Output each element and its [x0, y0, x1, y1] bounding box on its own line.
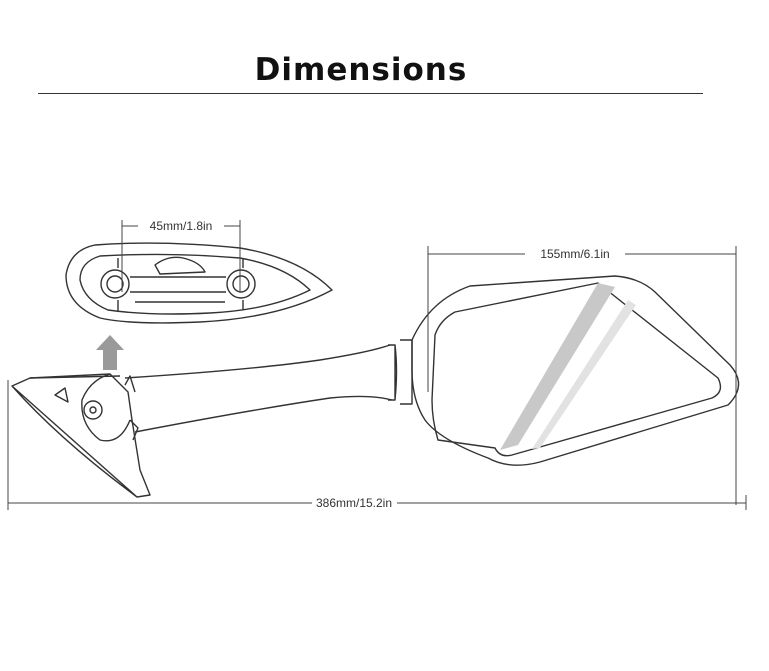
mirror-stem-illustration — [11, 339, 413, 498]
dimension-label-mount: 45mm/1.8in — [150, 219, 213, 233]
dim-line-386mm — [7, 380, 747, 510]
dimension-label-overall-length: 386mm/15.2in — [316, 496, 392, 510]
mirror-head-illustration — [411, 275, 740, 466]
title-underline — [38, 93, 703, 94]
arrow-up-icon — [96, 335, 124, 370]
glass-stripe-light — [532, 300, 636, 449]
glass-stripe-dark — [500, 283, 615, 450]
dim-line-155mm — [427, 246, 737, 505]
dim-line-45mm — [121, 220, 241, 292]
mounting-plate-illustration — [65, 242, 333, 324]
page-title: Dimensions — [254, 52, 468, 88]
dimension-label-mirror-width: 155mm/6.1in — [540, 247, 609, 261]
